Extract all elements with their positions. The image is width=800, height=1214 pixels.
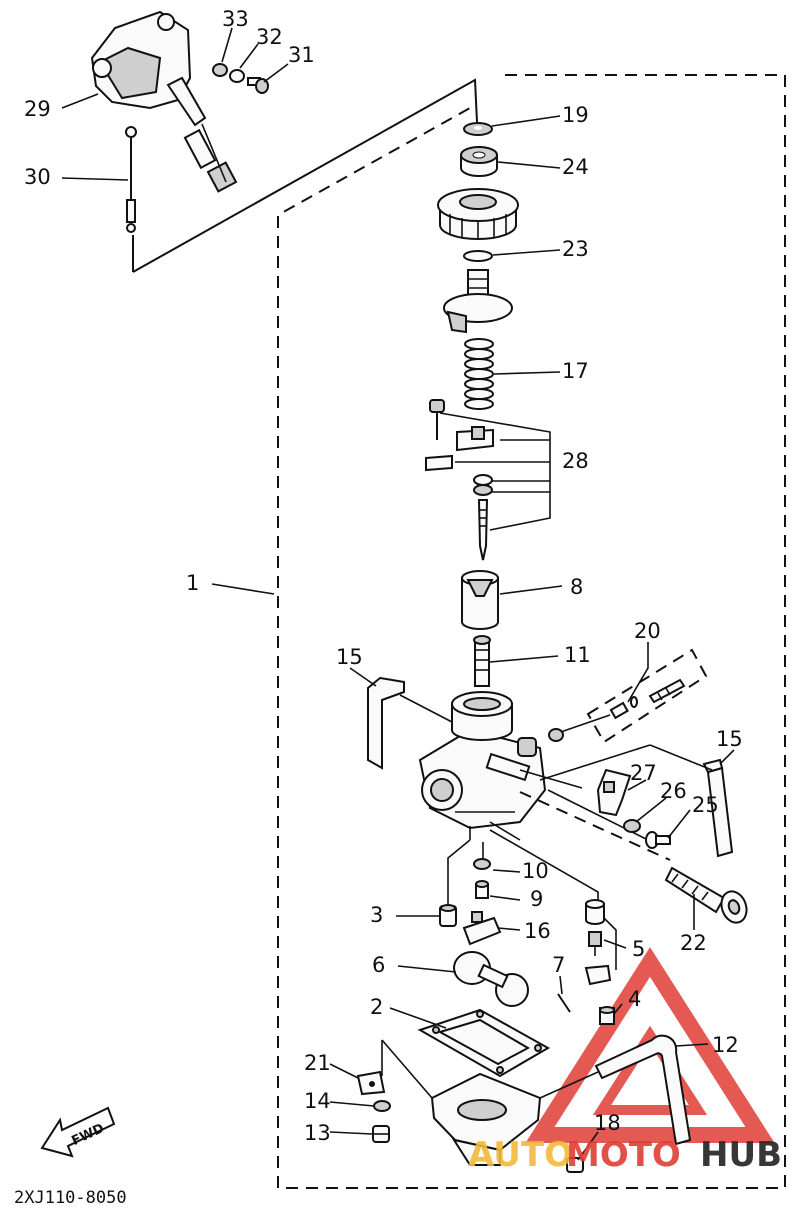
part-number-labels: 29 30 33 32 31 19 24 23 17 28 8 1 20 15 …	[24, 7, 743, 1145]
pilot-screw-set-part	[548, 648, 708, 744]
throttle-housing-part	[90, 10, 238, 193]
label-19: 19	[562, 103, 589, 127]
float-bowl-parts	[356, 1008, 584, 1173]
fwd-arrow-icon: FWD	[40, 1106, 116, 1158]
label-4: 4	[628, 987, 641, 1011]
top-stack-parts	[437, 122, 519, 410]
label-11: 11	[564, 643, 591, 667]
diagram-code: 2XJ110-8050	[14, 1188, 127, 1208]
carburetor-body-part	[418, 691, 547, 840]
throttle-stop-screw-part	[664, 866, 748, 924]
needle-set-part	[425, 399, 551, 561]
label-29: 29	[24, 97, 51, 121]
label-13: 13	[304, 1121, 331, 1145]
label-1: 1	[186, 571, 199, 595]
watermark-part-hub: HUB	[700, 1135, 782, 1175]
overflow-pipe-part	[539, 1034, 692, 1146]
label-2: 2	[370, 995, 383, 1019]
throttle-link-line	[132, 78, 478, 273]
label-17: 17	[562, 359, 589, 383]
label-8: 8	[570, 575, 583, 599]
bracket-parts	[596, 768, 671, 849]
label-9: 9	[530, 887, 543, 911]
cable-part	[125, 126, 137, 233]
label-27: 27	[630, 761, 657, 785]
watermark-part-auto: AUTO	[468, 1135, 573, 1175]
label-25: 25	[692, 793, 719, 817]
slide-and-jet-parts	[461, 570, 499, 687]
label-3: 3	[370, 903, 383, 927]
label-6: 6	[372, 953, 385, 977]
reference-lines	[399, 694, 713, 905]
label-15-right: 15	[716, 727, 743, 751]
label-14: 14	[304, 1089, 331, 1113]
pipe-parts	[367, 676, 734, 858]
label-32: 32	[256, 25, 283, 49]
label-5: 5	[632, 937, 645, 961]
label-7: 7	[552, 953, 565, 977]
label-18: 18	[594, 1111, 621, 1135]
label-10: 10	[522, 859, 549, 883]
label-22: 22	[680, 931, 707, 955]
label-21: 21	[304, 1051, 331, 1075]
label-30: 30	[24, 165, 51, 189]
label-20: 20	[634, 619, 661, 643]
label-12: 12	[712, 1033, 739, 1057]
leader-lines	[61, 27, 735, 1161]
screw-washer-parts	[212, 63, 269, 94]
label-26: 26	[660, 779, 687, 803]
label-24: 24	[562, 155, 589, 179]
watermark-logo: AUTO MOTO HUB	[468, 1135, 782, 1175]
watermark-part-moto: MOTO	[566, 1135, 681, 1175]
label-16: 16	[524, 919, 551, 943]
label-33: 33	[222, 7, 249, 31]
assembly-dashed-border	[277, 74, 786, 1189]
label-15-left: 15	[336, 645, 363, 669]
label-23: 23	[562, 237, 589, 261]
label-31: 31	[288, 43, 315, 67]
label-28: 28	[562, 449, 589, 473]
jet-parts	[439, 858, 617, 1025]
